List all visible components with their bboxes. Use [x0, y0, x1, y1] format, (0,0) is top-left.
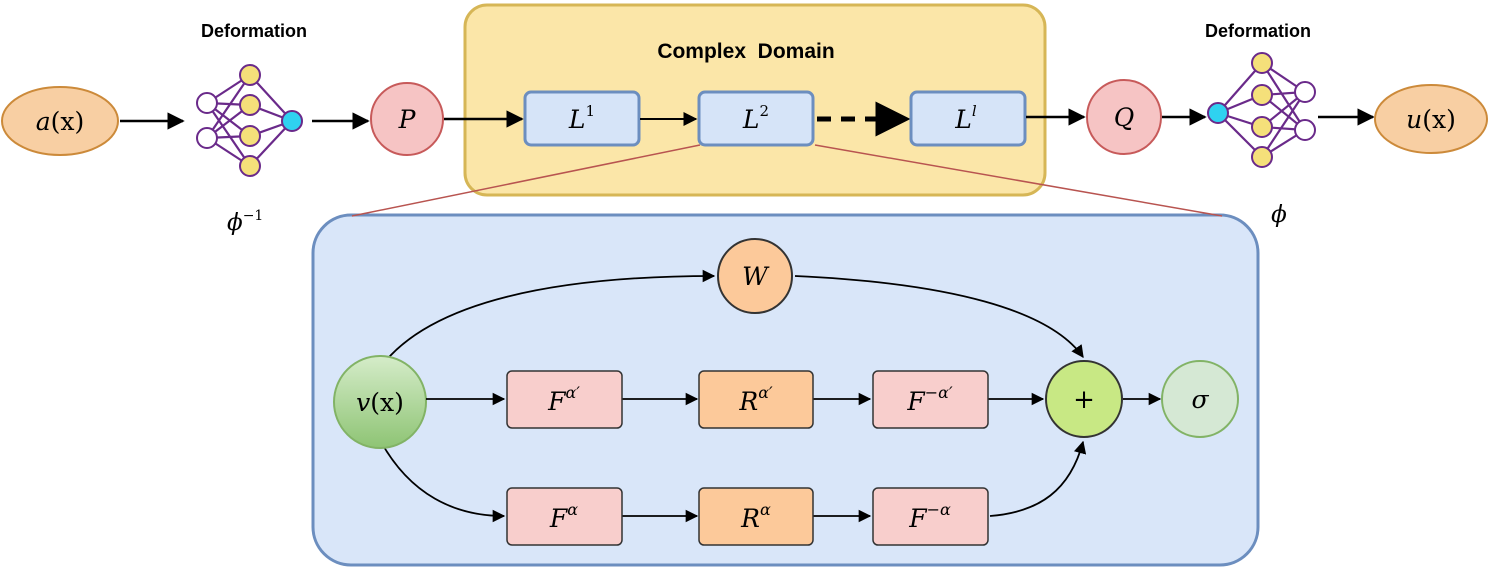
detail-input-v-node — [333, 355, 427, 449]
top-r-box — [698, 370, 814, 429]
top-fourier-label: Fα′ — [547, 383, 580, 416]
right-deformation-title: Deformation — [1205, 21, 1311, 41]
top-inverse-fourier-box — [872, 370, 989, 429]
activation-sigma-node — [1161, 360, 1239, 438]
left-deformation-network-icon — [206, 74, 293, 167]
complex-domain-title: Complex Domain — [657, 40, 834, 63]
activation-sigma-label: σ — [1191, 385, 1209, 414]
top-fourier-box — [506, 370, 623, 429]
layer-ll-label: Ll — [954, 102, 977, 134]
arrow-w-to-sum — [794, 275, 1084, 359]
arrow-v-to-w — [379, 269, 716, 369]
sum-label: + — [1073, 385, 1095, 415]
left-deformation-title: Deformation — [201, 21, 307, 41]
output-node — [1374, 84, 1488, 154]
layer-ll — [909, 90, 1027, 147]
sum-node — [1045, 360, 1123, 438]
phi-inverse-label: ϕ−1 — [227, 208, 263, 236]
arrow-bottom-finv-to-sum — [989, 440, 1087, 517]
zoom-connector-right — [814, 144, 1223, 217]
bottom-fourier-label: Fα — [549, 500, 578, 533]
bottom-r-label: Rα — [740, 500, 771, 533]
project-q-node — [1086, 79, 1162, 155]
right-deformation-network-icon — [1217, 62, 1306, 158]
arrow-v-to-bottom-f — [379, 439, 506, 523]
detail-input-v-label: v(x) — [356, 388, 404, 417]
layer-l2-label: L2 — [742, 102, 769, 134]
weight-w-node — [717, 238, 793, 314]
lift-p-node — [370, 82, 444, 156]
left-deformation-nodes — [196, 64, 303, 177]
input-label: a(x) — [36, 107, 85, 136]
layer-l1 — [523, 90, 641, 147]
layer-l2 — [697, 90, 815, 147]
phi-label: ϕ — [1271, 202, 1287, 228]
right-deformation-nodes — [1207, 52, 1316, 168]
bottom-r-box — [698, 487, 814, 546]
project-q-label: Q — [1114, 103, 1135, 132]
top-inverse-fourier-label: F−α′ — [906, 383, 953, 416]
bottom-inverse-fourier-label: F−α — [908, 500, 951, 533]
bottom-fourier-box — [506, 487, 623, 546]
top-r-label: Rα′ — [738, 383, 773, 416]
weight-w-label: W — [742, 262, 770, 291]
input-node — [1, 86, 119, 156]
bottom-inverse-fourier-box — [872, 487, 989, 546]
lift-p-label: P — [398, 105, 417, 134]
layer-l1-label: L1 — [568, 102, 595, 134]
zoom-connector-left — [351, 144, 701, 217]
output-label: u(x) — [1406, 105, 1456, 134]
